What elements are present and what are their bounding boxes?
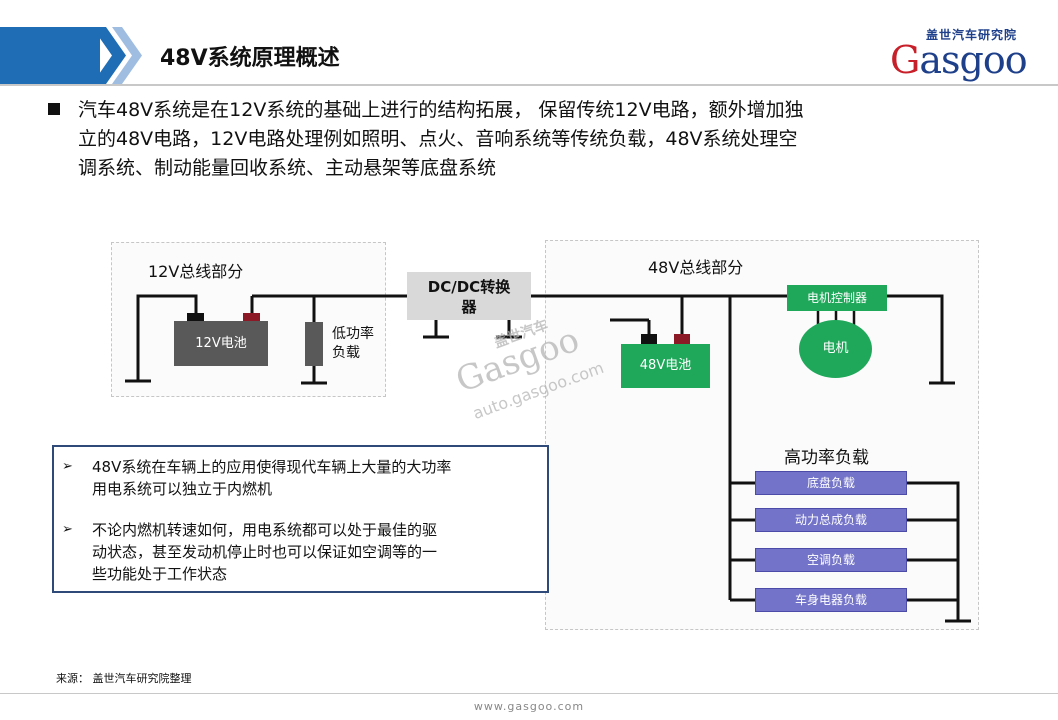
dcdc-converter: DC/DC转换 器 <box>407 272 531 320</box>
battery12-positive-terminal <box>243 313 260 322</box>
logo-cn-text: 盖世汽车研究院 <box>926 28 1018 42</box>
arrow-bullet-icon: ➢ <box>62 522 73 537</box>
motor: 电机 <box>799 320 872 378</box>
bus12-ground-wire <box>136 294 198 380</box>
low-power-load-label: 低功率 负载 <box>332 326 374 361</box>
footer-divider <box>0 693 1058 694</box>
load-body-electrics: 车身电器负载 <box>755 588 907 612</box>
source-note: 来源： 盖世汽车研究院整理 <box>56 672 192 685</box>
square-bullet-icon <box>48 103 60 115</box>
note-item: ➢ 不论内燃机转速如何，用电系统都可以处于最佳的驱 动状态，甚至发动机停止时也可… <box>62 521 438 583</box>
header-chevrons <box>92 27 142 84</box>
gasgoo-logo: 盖世汽车研究院 Gasgoo <box>870 26 1050 82</box>
note-item: ➢ 48V系统在车辆上的应用使得现代车辆上大量的大功率 用电系统可以独立于内燃机 <box>62 458 452 498</box>
intro-line: 调系统、制动能量回收系统、主动悬架等底盘系统 <box>78 157 497 179</box>
footer-url: www.gasgoo.com <box>473 700 585 713</box>
intro-paragraph: 汽车48V系统是在12V系统的基础上进行的结构拓展， 保留传统12V电路，额外增… <box>78 96 978 183</box>
battery12: 12V电池 <box>174 321 268 366</box>
intro-line: 立的48V电路，12V电路处理例如照明、点火、音响系统等传统负载，48V系统处理… <box>78 128 798 150</box>
notes-box: ➢ 48V系统在车辆上的应用使得现代车辆上大量的大功率 用电系统可以独立于内燃机… <box>52 445 549 593</box>
logo-wordmark: Gasgoo <box>890 38 1028 82</box>
battery48-negative-terminal <box>641 334 657 345</box>
load-air-conditioning: 空调负载 <box>755 548 907 572</box>
motor-controller: 电机控制器 <box>787 285 887 311</box>
header-accent-band <box>0 27 100 84</box>
battery48: 48V电池 <box>621 344 710 388</box>
load-chassis: 底盘负载 <box>755 471 907 495</box>
intro-line: 汽车48V系统是在12V系统的基础上进行的结构拓展， 保留传统12V电路，额外增… <box>78 99 804 121</box>
battery48-positive-terminal <box>674 334 690 345</box>
arrow-bullet-icon: ➢ <box>62 459 73 474</box>
low-power-load-resistor <box>305 322 323 366</box>
battery12-negative-terminal <box>187 313 204 322</box>
high-power-load-label: 高功率负载 <box>784 448 869 468</box>
header-divider <box>0 84 1058 86</box>
load-powertrain: 动力总成负载 <box>755 508 907 532</box>
bus12-label: 12V总线部分 <box>148 262 244 281</box>
bus48-label: 48V总线部分 <box>648 258 744 277</box>
page-title: 48V系统原理概述 <box>160 46 340 71</box>
